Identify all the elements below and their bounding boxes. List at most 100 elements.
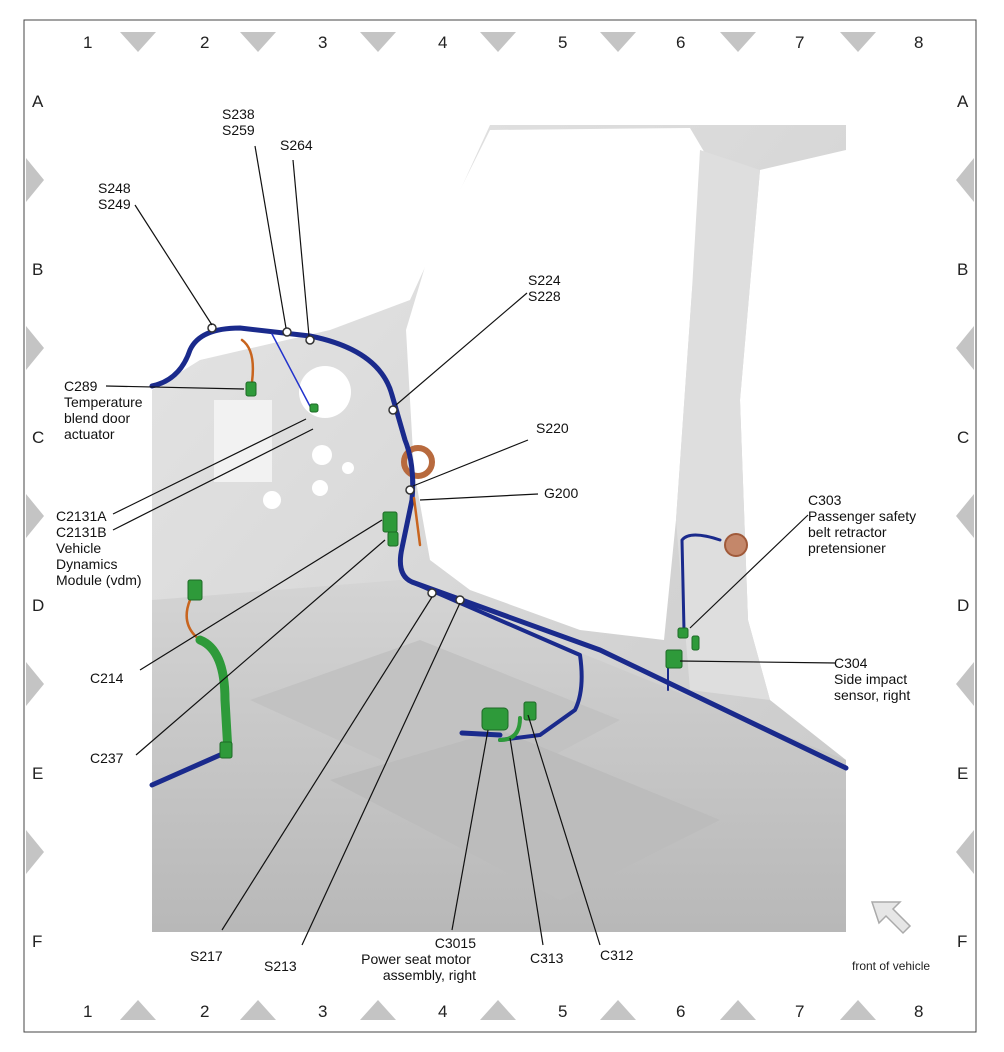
grid-col-label: 8: [914, 33, 924, 52]
callout-c304: C304 Side impact sensor, right: [834, 655, 910, 703]
grid-row-label: C: [957, 428, 970, 447]
callout-c237: C237: [90, 750, 123, 766]
grid-row-label: F: [32, 932, 43, 951]
callout-line: S228: [528, 288, 561, 304]
callout-line: C303: [808, 492, 842, 508]
callout-line: S224: [528, 272, 561, 288]
grid-row-label: F: [957, 932, 968, 951]
grid-col-label: 7: [795, 33, 805, 52]
floor-harness: [149, 752, 223, 788]
callout-line: S259: [222, 122, 255, 138]
callout-c2131: C2131A C2131B Vehicle Dynamics Module (v…: [56, 508, 142, 588]
callout-c214: C214: [90, 670, 123, 686]
grid-row-label: B: [32, 260, 44, 279]
callout-line: actuator: [64, 426, 115, 442]
callout-line: C237: [90, 750, 124, 766]
pillar-branch: [680, 533, 722, 632]
grid-row-label: A: [32, 92, 44, 111]
grid-col-label: 5: [558, 33, 568, 52]
grid-col-label: 8: [914, 1002, 924, 1021]
dash-opening: [214, 400, 272, 482]
callout-g200: G200: [544, 485, 578, 501]
callout-line: Passenger safety: [808, 508, 917, 524]
seat-branch: [459, 730, 503, 738]
callout-line: Dynamics: [56, 556, 118, 572]
callout-s248-s249: S248 S249: [98, 180, 131, 212]
green-harness: [195, 635, 233, 757]
grid-col-label: 2: [200, 33, 210, 52]
thin-lead: [271, 333, 313, 411]
leader-lines: [105, 145, 837, 946]
callout-line: Module (vdm): [56, 572, 142, 588]
callout-s217: S217: [190, 948, 223, 964]
callout-s264: S264: [280, 137, 313, 153]
dash-hole: [342, 462, 354, 474]
callout-line: C289: [64, 378, 98, 394]
grid-row-label: B: [957, 260, 969, 279]
callout-line: C313: [530, 950, 564, 966]
callout-line: S238: [222, 106, 255, 122]
grid-row-label: C: [32, 428, 45, 447]
callout-s213: S213: [264, 958, 297, 974]
harness: [149, 325, 849, 788]
grid-col-label: 4: [438, 33, 448, 52]
grid-col-label: 7: [795, 1002, 805, 1021]
callout-line: S264: [280, 137, 313, 153]
front-of-vehicle-label: front of vehicle: [852, 959, 931, 973]
front-of-vehicle-arrow: [870, 901, 912, 935]
callout-c289: C289 Temperature blend door actuator: [64, 378, 143, 442]
callout-line: C3015: [434, 935, 476, 951]
callout-line: S249: [98, 196, 131, 212]
grid-row-label: A: [957, 92, 969, 111]
grid-row-label: E: [32, 764, 44, 783]
grid-col-label: 1: [83, 1002, 93, 1021]
grid-row-label: E: [957, 764, 969, 783]
grid-row-label: D: [32, 596, 45, 615]
grid-row-label: D: [957, 596, 970, 615]
callout-line: Vehicle: [56, 540, 102, 556]
dash-hole: [263, 491, 281, 509]
callout-line: assembly, right: [382, 967, 476, 983]
green-lead: [498, 716, 522, 742]
callout-line: S248: [98, 180, 131, 196]
callout-s238-s259: S238 S259: [222, 106, 255, 138]
ground-eyelet: [724, 533, 748, 557]
callout-line: C214: [90, 670, 124, 686]
callout-line: Side impact: [834, 671, 908, 687]
callout-line: C304: [834, 655, 868, 671]
grid-col-label: 6: [676, 1002, 686, 1021]
callout-line: blend door: [64, 410, 131, 426]
rear-opening: [740, 150, 846, 760]
grid-col-label: 3: [318, 33, 328, 52]
b-pillar: [676, 150, 770, 700]
callout-c313: C313: [530, 950, 563, 966]
callout-line: C2131B: [56, 524, 107, 540]
callout-c312: C312: [600, 947, 633, 963]
connectors: [187, 381, 700, 759]
callout-line: S220: [536, 420, 569, 436]
callout-c303: C303 Passenger safety belt retractor pre…: [808, 492, 916, 556]
vehicle-body: [152, 125, 846, 932]
grid-col-label: 3: [318, 1002, 328, 1021]
callout-line: S217: [190, 948, 223, 964]
callout-s224-s228: S224 S228: [528, 272, 561, 304]
callout-s220: S220: [536, 420, 569, 436]
callout-line: G200: [544, 485, 579, 501]
ground-eyelet: [401, 445, 435, 479]
jumper-lead: [240, 338, 255, 384]
door-opening: [406, 128, 706, 640]
callout-line: sensor, right: [834, 687, 911, 703]
floor-rib: [330, 730, 720, 900]
main-harness: [149, 325, 849, 771]
callout-line: S213: [264, 958, 297, 974]
dash-hole: [312, 480, 328, 496]
seat-branch: [410, 580, 584, 742]
callout-c3015: C3015 Power seat motor assembly, right: [356, 935, 476, 983]
grid-col-label: 6: [676, 33, 686, 52]
grid-col-label: 4: [438, 1002, 448, 1021]
border-markers: [26, 32, 974, 1020]
callout-line: C2131A: [56, 508, 107, 524]
grid-col-label: 5: [558, 1002, 568, 1021]
